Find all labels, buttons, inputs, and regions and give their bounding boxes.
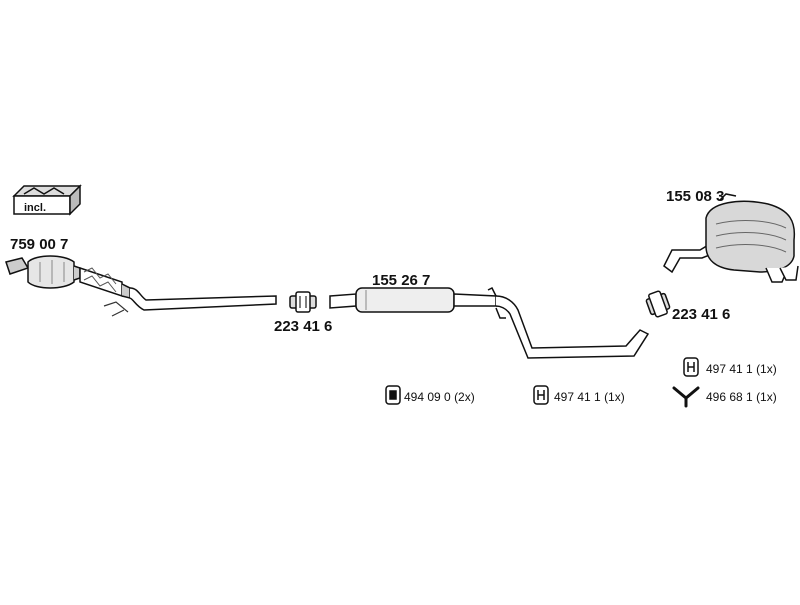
part-number-front-clamp: 223 41 6 — [274, 318, 333, 335]
rubber-mount-icon — [385, 385, 401, 405]
front-clamp-icon — [289, 291, 317, 313]
hardware-code: 497 41 1 — [554, 390, 601, 404]
part-number-catalytic-converter: 759 00 7 — [10, 236, 69, 253]
hardware-code: 496 68 1 — [706, 390, 753, 404]
hardware-item: 497 41 1 (1x) — [554, 390, 625, 404]
kit-box-icon — [12, 184, 82, 216]
part-number-rear-clamp: 223 41 6 — [672, 306, 731, 323]
hardware-qty: (1x) — [756, 390, 777, 404]
part-number-rear-silencer: 155 08 3 — [666, 188, 725, 205]
kit-box-label: incl. — [24, 202, 47, 214]
hardware-item: 497 41 1 (1x) — [706, 362, 777, 376]
hardware-qty: (1x) — [756, 362, 777, 376]
hardware-qty: (1x) — [604, 390, 625, 404]
hardware-code: 494 09 0 — [404, 390, 451, 404]
hardware-code: 497 41 1 — [706, 362, 753, 376]
part-number-middle-silencer: 155 26 7 — [372, 272, 431, 289]
hardware-qty: (2x) — [454, 390, 475, 404]
hardware-item: 496 68 1 (1x) — [706, 390, 777, 404]
rear-silencer-icon — [663, 193, 799, 283]
hardware-item: 494 09 0 (2x) — [404, 390, 475, 404]
middle-silencer-icon — [329, 286, 650, 359]
catalytic-converter-icon — [5, 255, 277, 317]
hanger-icon — [683, 357, 699, 377]
hanger-icon — [533, 385, 549, 405]
y-bracket-icon — [672, 386, 700, 408]
rear-clamp-icon — [645, 290, 671, 318]
